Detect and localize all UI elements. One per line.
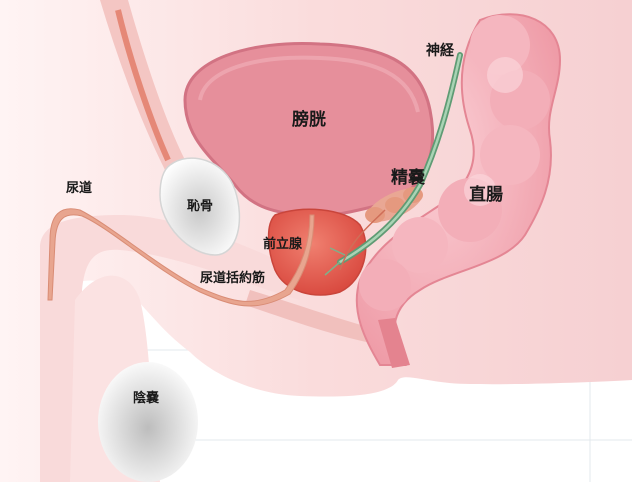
scrotum-label: 陰嚢	[133, 392, 159, 405]
bladder-label: 膀胱	[292, 112, 326, 129]
rectum-label: 直腸	[469, 187, 503, 204]
seminal-vesicle-label: 精嚢	[391, 170, 425, 187]
scrotum-shape	[98, 362, 198, 482]
urethral-sphincter-label: 尿道括約筋	[200, 272, 265, 285]
urethra-label: 尿道	[66, 182, 92, 195]
prostate-label: 前立腺	[263, 238, 302, 251]
nerve-label: 神経	[426, 44, 454, 58]
pubic-bone-label: 恥骨	[187, 200, 213, 213]
